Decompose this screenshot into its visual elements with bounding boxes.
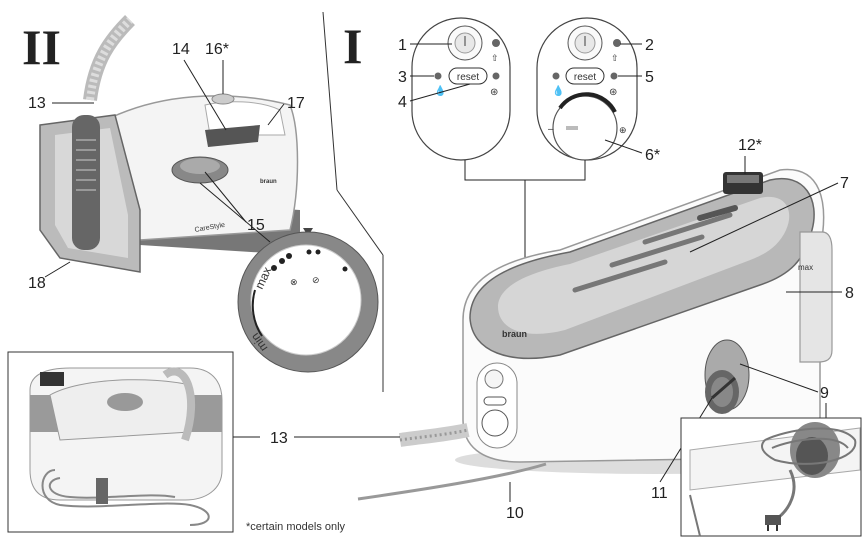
svg-text:💧: 💧 <box>434 84 446 97</box>
section-label-ii: II <box>22 19 61 75</box>
footnote: *certain models only <box>246 521 346 533</box>
control-panel-left: ⇧ reset 💧 ⊛ <box>411 17 511 161</box>
callout-14: 14 <box>172 41 190 58</box>
temperature-dial: ⊗ ⊘ max min <box>199 182 379 373</box>
callout-12: 12* <box>738 137 762 154</box>
inset-cable-storage <box>680 417 862 537</box>
callout-9: 9 <box>820 385 829 402</box>
section-label-i: I <box>343 18 362 74</box>
callout-17: 17 <box>287 95 305 112</box>
callout-13-top: 13 <box>28 95 46 112</box>
svg-text:⊛: ⊛ <box>609 87 617 98</box>
svg-text:⊗: ⊗ <box>290 277 298 287</box>
callout-15: 15 <box>247 217 265 234</box>
callout-1: 1 <box>398 37 407 54</box>
station-brand-label: braun <box>502 329 527 339</box>
callout-16: 16* <box>205 41 229 58</box>
inset-iron-on-station <box>7 351 260 533</box>
reset-button-right: reset <box>574 72 596 83</box>
callout-13-bottom: 13 <box>270 430 288 447</box>
section-dividers <box>322 11 384 392</box>
iron-callouts: 13 14 16* 17 15 18 <box>28 41 305 292</box>
svg-text:💧: 💧 <box>552 84 564 97</box>
reset-button-left: reset <box>457 72 479 83</box>
callout-5: 5 <box>645 69 654 86</box>
svg-text:⇧: ⇧ <box>491 53 499 63</box>
panel-callouts: 1 3 4 2 5 6* <box>398 37 660 164</box>
svg-text:⊛: ⊛ <box>490 87 498 98</box>
svg-text:⊕: ⊕ <box>619 125 627 135</box>
tank-max-label: max <box>798 263 813 272</box>
water-light-icon <box>434 72 442 80</box>
callout-18: 18 <box>28 275 46 292</box>
iron-brand-label: braun <box>260 179 277 185</box>
control-panel-right: ⇧ reset 💧 ⊛ – ⊕ <box>536 17 638 161</box>
callout-7: 7 <box>840 175 849 192</box>
callout-10: 10 <box>506 505 524 522</box>
iron-illustration: CareStyle braun <box>39 15 300 273</box>
callout-3: 3 <box>398 69 407 86</box>
callout-11: 11 <box>651 485 668 502</box>
svg-text:–: – <box>548 124 554 135</box>
callout-4: 4 <box>398 94 407 111</box>
svg-text:⊘: ⊘ <box>312 275 320 285</box>
steam-station-illustration: max braun <box>455 168 855 474</box>
status-light-icon <box>492 39 500 47</box>
calc-light-icon <box>492 72 500 80</box>
callout-6: 6* <box>645 147 660 164</box>
callout-8: 8 <box>845 285 854 302</box>
callout-2: 2 <box>645 37 654 54</box>
svg-text:⇧: ⇧ <box>611 53 619 63</box>
